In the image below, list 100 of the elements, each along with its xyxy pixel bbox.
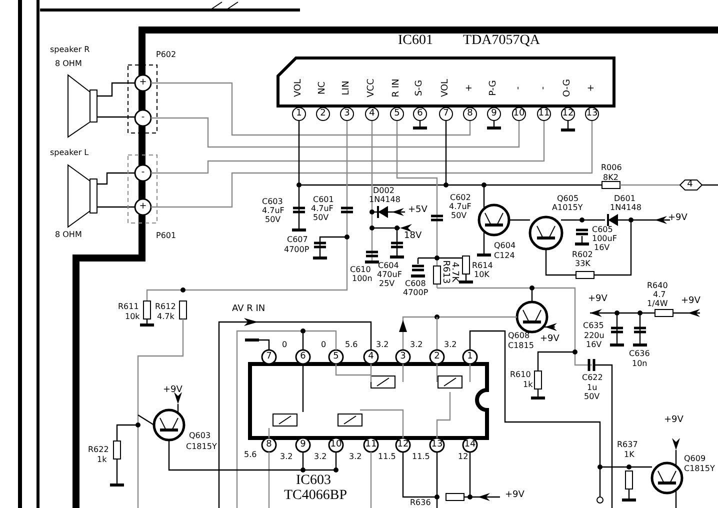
voltage-label: +9V	[540, 335, 560, 344]
part-label: C124	[494, 252, 515, 260]
pin-name: O-G	[564, 79, 572, 97]
part-label: 3.2	[376, 341, 389, 349]
part-label: R622	[88, 446, 109, 454]
pin-name: S-G	[416, 80, 424, 96]
voltage-label: 18V	[404, 232, 422, 241]
pin-name: LIN	[342, 80, 352, 96]
part-label: 1u	[587, 384, 598, 392]
part-label: 0	[282, 341, 288, 349]
pin-number: +	[139, 78, 147, 88]
pin-name: +	[466, 84, 474, 92]
part-label: R614	[472, 262, 493, 270]
pin-number: 4	[369, 110, 375, 118]
pin-number: 14	[464, 440, 476, 450]
part-label: 1N4148	[369, 196, 400, 204]
part-label: 5.6	[244, 451, 257, 459]
part-label: C1815Y	[186, 443, 217, 451]
pin-number: 11	[365, 440, 377, 450]
part-label: 1N4148	[610, 204, 642, 212]
pin-number: 2	[320, 110, 326, 118]
part-label: Q604	[494, 242, 516, 250]
pin-number: 7	[443, 110, 449, 118]
chip-label: IC603	[296, 474, 331, 488]
pin-name: -	[514, 86, 524, 90]
part-label: 8K2	[603, 174, 618, 182]
part-label: C610	[350, 266, 371, 274]
pin-name: P-G	[490, 80, 498, 96]
part-label: 100uF	[592, 235, 617, 243]
pin-name: VCC	[368, 78, 376, 98]
part-label: 1k	[97, 456, 107, 464]
pin-name: VOL	[442, 78, 450, 98]
part-label: C605	[592, 226, 613, 234]
pin-number: 10	[330, 440, 342, 450]
part-label: 100n	[352, 275, 372, 283]
part-label: R611	[118, 303, 139, 311]
part-label: 470uF	[377, 271, 402, 279]
part-label: P601	[156, 232, 176, 240]
pin-number: 8	[467, 110, 473, 118]
pin-number: 6	[300, 352, 306, 362]
part-label: Q605	[557, 195, 579, 203]
part-label: 4.7	[653, 291, 666, 299]
part-label: D002	[373, 187, 394, 195]
part-label: C601	[313, 196, 334, 204]
part-label: 3.2	[410, 341, 423, 349]
pin-number: -	[141, 114, 145, 122]
pin-name: VOL	[294, 78, 304, 98]
part-label: 3.2	[280, 453, 293, 461]
part-label: 16V	[594, 244, 610, 252]
part-label: C1815Y	[684, 465, 715, 473]
voltage-label: AV R IN	[232, 305, 266, 314]
part-label: C635	[583, 322, 604, 330]
chip-label: TC4066BP	[284, 489, 348, 503]
part-label: 1/4W	[647, 300, 668, 308]
pin-number: +	[139, 202, 147, 212]
part-label: R613	[440, 260, 450, 284]
voltage-label: +9V	[668, 214, 688, 223]
part-label: Q603	[189, 432, 211, 440]
part-label: 3.2	[349, 453, 362, 461]
part-label: 25V	[379, 280, 395, 288]
part-label: 10k	[125, 313, 140, 321]
part-label: Q609	[684, 455, 706, 463]
pin-number: 12	[397, 440, 409, 450]
pin-number: 5	[394, 110, 400, 118]
part-label: 4700P	[284, 246, 310, 254]
pin-number: 2	[434, 352, 440, 362]
part-label: 1k	[523, 381, 533, 389]
voltage-label: +5V	[408, 206, 428, 215]
part-label: 5.6	[345, 341, 358, 349]
part-label: 10K	[474, 271, 490, 279]
voltage-label: +9V	[681, 297, 700, 306]
chip-label: TDA7057QA	[463, 34, 540, 48]
pin-number: 5	[333, 352, 339, 362]
pin-number: 3	[400, 352, 406, 362]
part-label: A1015Y	[552, 204, 583, 212]
part-label: 4.7k	[157, 313, 174, 321]
pin-number: 7	[266, 352, 272, 362]
part-label: 8 OHM	[55, 60, 82, 68]
part-label: 50V	[584, 393, 600, 401]
voltage-label: +9V	[588, 295, 608, 304]
part-label: 3.2	[314, 453, 327, 461]
part-label: 50V	[313, 214, 329, 222]
part-label: R612	[155, 303, 176, 311]
pin-number: 9	[491, 110, 497, 118]
part-label: 10n	[632, 360, 648, 368]
pin-number: 9	[300, 440, 306, 450]
pin-number: 12	[562, 110, 574, 118]
part-label: speaker L	[50, 149, 89, 157]
pin-number: 4	[368, 352, 374, 362]
voltage-label: +9V	[505, 491, 524, 500]
part-label: Q608	[508, 332, 530, 340]
part-label: R602	[572, 251, 593, 259]
part-label: speaker R	[50, 46, 90, 54]
part-label: R610	[510, 371, 531, 379]
part-label: 0	[321, 341, 326, 349]
part-label: 8 OHM	[55, 231, 82, 239]
part-label: C603	[262, 198, 283, 206]
part-label: C604	[378, 262, 399, 270]
chip-label: IC601	[398, 34, 433, 48]
part-label: 4.7uF	[311, 205, 334, 213]
